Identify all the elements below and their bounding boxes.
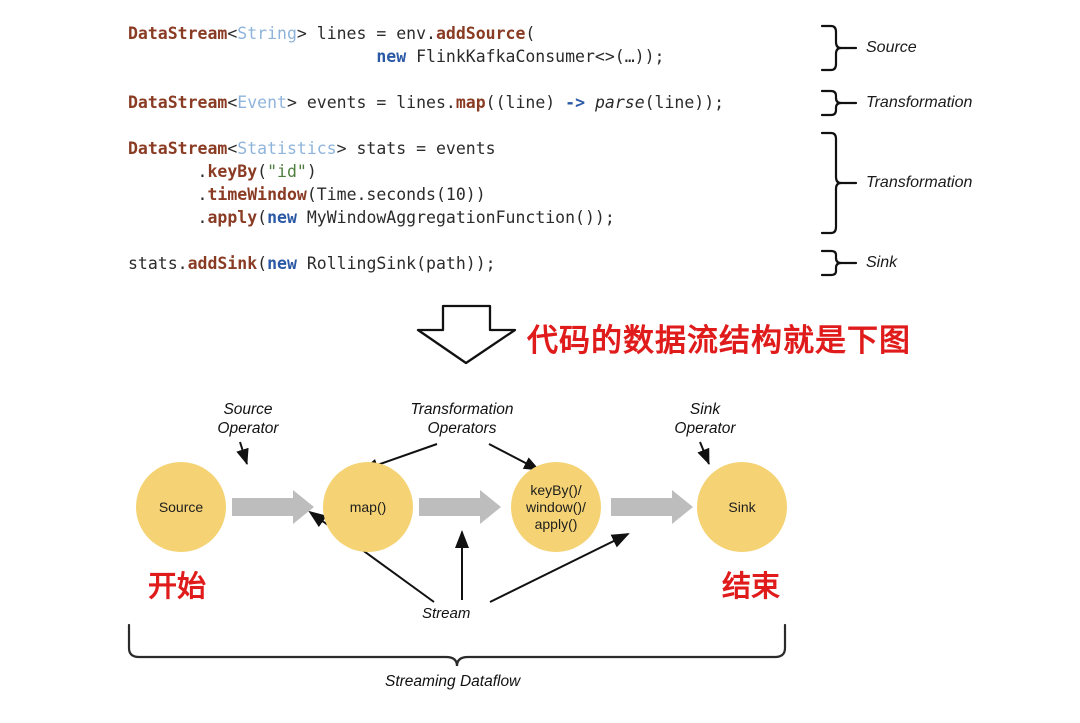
annotation-arrows [236, 441, 710, 472]
down-block-arrow-icon [416, 304, 517, 365]
code-line [128, 114, 808, 137]
code-token: new [267, 208, 297, 227]
label-source: Source [866, 39, 917, 56]
code-snippet: DataStream<String> lines = env.addSource… [128, 22, 808, 275]
code-token: < [227, 24, 238, 43]
code-token: new [267, 254, 297, 273]
code-line: DataStream<String> lines = env.addSource… [128, 22, 808, 45]
label-streaming-dataflow: Streaming Dataflow [385, 673, 521, 690]
arrow-to-keyby-node [488, 443, 540, 471]
code-token: addSource [435, 24, 526, 43]
bottom-brace [127, 623, 787, 667]
code-token [585, 93, 595, 112]
node-sink[interactable]: Sink [697, 462, 787, 552]
code-token: DataStream [128, 24, 228, 43]
code-line: .timeWindow(Time.seconds(10)) [128, 183, 808, 206]
code-token: ( [525, 24, 536, 43]
code-token: -> [565, 93, 586, 112]
code-line [128, 229, 808, 252]
code-token: apply [207, 208, 258, 227]
node-map-label: map() [349, 498, 387, 515]
code-token: DataStream [128, 93, 228, 112]
label-transformation-1: Transformation [866, 94, 973, 111]
code-token: timeWindow [207, 185, 307, 204]
label-start-cn: 开始 [148, 569, 207, 603]
label-stream: Stream [422, 605, 471, 622]
code-token: parse [594, 93, 645, 112]
code-token: Statistics [237, 139, 337, 158]
code-token: . [128, 185, 208, 204]
code-token: new [376, 47, 407, 66]
code-token: > events = lines. [286, 93, 456, 112]
code-line: DataStream<Event> events = lines.map((li… [128, 91, 808, 114]
flow-arrow-keyby-to-sink [611, 490, 693, 524]
code-token: stats. [128, 254, 188, 273]
annotation-transformation-operators: Transformation Operators [410, 401, 514, 437]
label-end-cn: 结束 [722, 569, 781, 603]
code-token: FlinkKafkaConsumer<>(…)); [406, 47, 665, 66]
code-token: ( [257, 254, 268, 273]
code-token: String [237, 24, 297, 43]
code-line: new FlinkKafkaConsumer<>(…)); [128, 45, 808, 68]
node-source-label: Source [158, 498, 204, 515]
node-keyby-window-apply[interactable]: keyBy()/ window()/ apply() [511, 462, 601, 552]
node-sink-label: Sink [728, 498, 756, 515]
code-token: (line)); [644, 93, 725, 112]
code-line [128, 68, 808, 91]
code-token: map [455, 93, 486, 112]
node-keyby-label: keyBy()/ window()/ apply() [526, 481, 586, 532]
annotation-sink-operator: Sink Operator [674, 401, 736, 437]
node-map[interactable]: map() [323, 462, 413, 552]
code-line: .apply(new MyWindowAggregationFunction()… [128, 206, 808, 229]
code-line: DataStream<Statistics> stats = events [128, 137, 808, 160]
code-token: . [128, 162, 208, 181]
code-token: DataStream [128, 139, 228, 158]
code-line: stats.addSink(new RollingSink(path)); [128, 252, 808, 275]
code-token: ( [257, 162, 268, 181]
arrow-to-source-node [236, 441, 249, 465]
code-token: ((line) [485, 93, 566, 112]
node-source[interactable]: Source [136, 462, 226, 552]
label-sink: Sink [866, 254, 898, 271]
code-line: .keyBy("id") [128, 160, 808, 183]
code-token: > stats = events [336, 139, 496, 158]
code-token: MyWindowAggregationFunction()); [296, 208, 615, 227]
code-token [128, 47, 376, 66]
code-token: RollingSink(path)); [296, 254, 496, 273]
code-token: "id" [267, 162, 307, 181]
code-token: ) [306, 162, 317, 181]
code-token: ( [257, 208, 268, 227]
code-token: (Time.seconds(10)) [306, 185, 486, 204]
code-token: Event [237, 93, 287, 112]
annotation-source-operator: Source Operator [217, 401, 279, 437]
code-token: addSink [187, 254, 258, 273]
flow-arrow-map-to-keyby [419, 490, 501, 524]
code-token: > lines = env. [296, 24, 436, 43]
label-transformation-2: Transformation [866, 174, 973, 191]
code-token: < [227, 93, 238, 112]
arrow-to-sink-node [697, 441, 710, 465]
code-token: keyBy [207, 162, 258, 181]
code-token: < [227, 139, 238, 158]
flow-arrow-source-to-map [232, 490, 314, 524]
flow-caption-cn: 代码的数据流结构就是下图 [527, 323, 911, 359]
code-token: . [128, 208, 208, 227]
flow-arrow-icon-group [232, 490, 693, 524]
